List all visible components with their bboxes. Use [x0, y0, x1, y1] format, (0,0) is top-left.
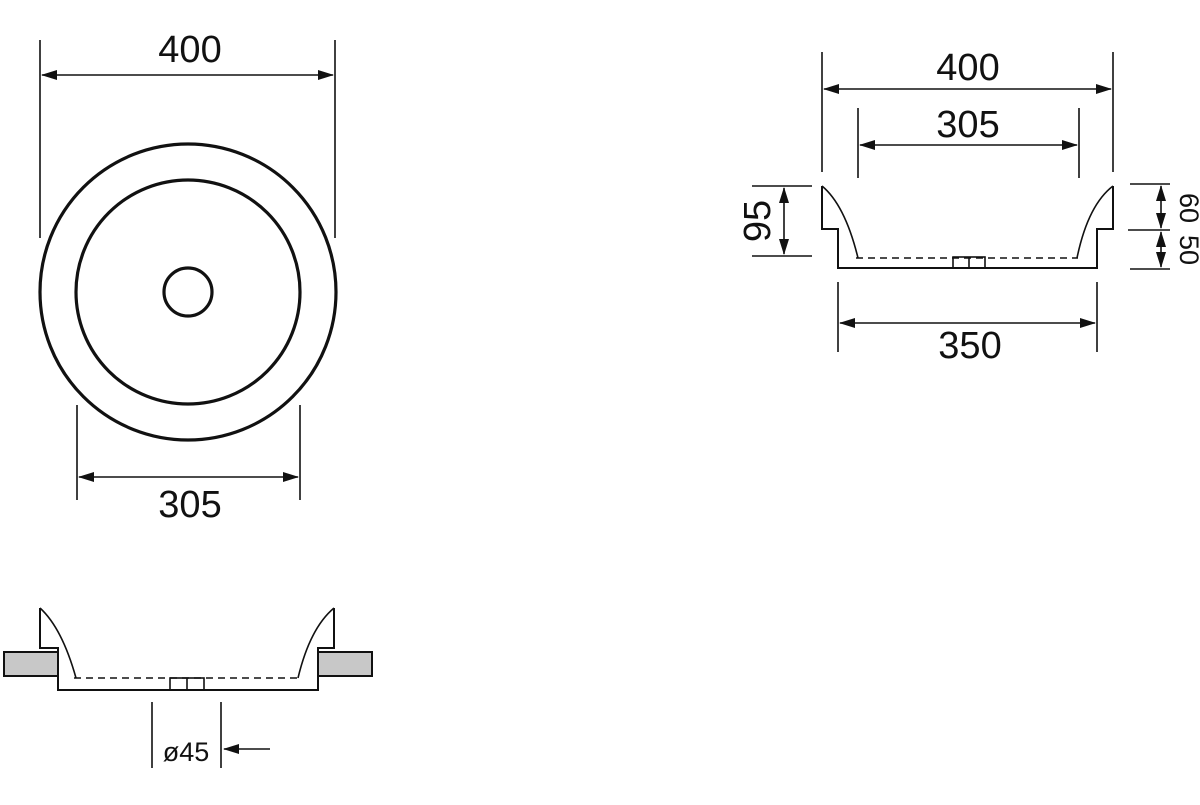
label-top-outer-diameter: 400 [158, 29, 221, 71]
side-view: 400 305 350 95 60 50 [737, 47, 1200, 367]
label-side-total-height: 95 [737, 200, 779, 242]
installed-right-curve [297, 607, 335, 679]
label-side-upper-height: 60 [1174, 193, 1200, 223]
countertop-right [317, 651, 373, 677]
basin-outer-profile [821, 186, 1114, 269]
inner-bowl-circle [74, 178, 302, 406]
top-view: 400 305 [38, 29, 338, 526]
label-drain-diameter: ø45 [163, 737, 210, 767]
basin-right-curve [1076, 185, 1114, 259]
label-side-base-width: 350 [938, 325, 1001, 367]
countertop-left [3, 651, 59, 677]
label-top-inner-diameter: 305 [158, 484, 221, 526]
label-side-lower-height: 50 [1174, 235, 1200, 265]
basin-left-curve [821, 185, 859, 259]
installed-section-view: ø45 [3, 607, 373, 768]
label-side-inner-width: 305 [936, 104, 999, 146]
outer-rim-circle [38, 142, 338, 442]
installed-left-curve [39, 607, 77, 679]
drain-circle [162, 266, 214, 318]
label-side-outer-width: 400 [936, 47, 999, 89]
